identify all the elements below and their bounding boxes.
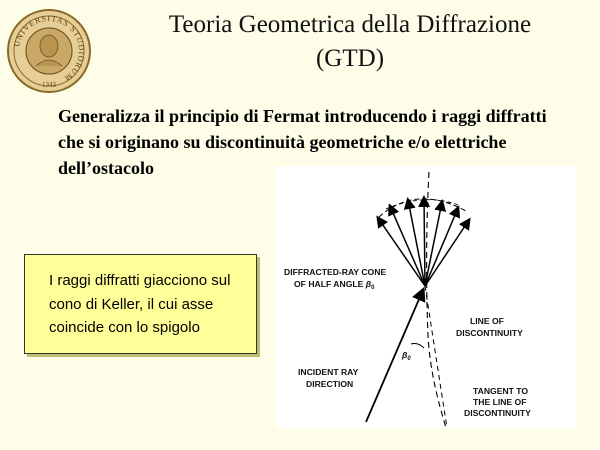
seal-year: 1343 (42, 81, 57, 89)
label-tangent-3: DISCONTINUITY (464, 408, 531, 418)
intro-line-2: che si originano su discontinuità geomet… (58, 132, 507, 152)
intro-paragraph: Generalizza il principio di Fermat intro… (58, 103, 578, 181)
tangent-line (424, 285, 448, 428)
intro-line-1: Generalizza il principio di Fermat intro… (58, 106, 547, 126)
keller-cone-diagram: β0 DIFFRACTED-RAY CONE OF HALF ANGLE β0 … (276, 166, 576, 428)
beta-marker-sub: 0 (407, 356, 411, 362)
label-cone-1: DIFFRACTED-RAY CONE (284, 267, 386, 277)
label-continuity-2: DISCONTINUITY (456, 328, 523, 338)
label-tangent-1: TANGENT TO (473, 386, 528, 396)
svg-text:β0: β0 (401, 350, 411, 362)
label-incident-1: INCIDENT RAY (298, 367, 359, 377)
title-line-2: (GTD) (315, 45, 385, 72)
callout-line-1: I raggi diffratti giacciono sul (49, 272, 231, 289)
university-seal-logo: UNIVERSITAS STUDIORUM 1343 (6, 8, 92, 94)
incident-ray (365, 286, 426, 423)
diffracted-rays (376, 195, 471, 287)
callout-line-3: coincide con lo spigolo (49, 319, 200, 336)
label-incident-2: DIRECTION (306, 379, 353, 389)
label-tangent-2: THE LINE OF (473, 397, 526, 407)
callout-box: I raggi diffratti giacciono sul cono di … (24, 254, 257, 354)
label-continuity-1: LINE OF (470, 316, 504, 326)
beta-marker-symbol: β (401, 350, 408, 360)
slide-title: Teoria Geometrica della Diffrazione (GTD… (110, 8, 590, 76)
label-cone-2: OF HALF ANGLE β0 (294, 279, 375, 291)
intro-line-3: dell’ostacolo (58, 158, 154, 178)
title-line-1: Teoria Geometrica della Diffrazione (168, 11, 532, 38)
cone-base-arc (378, 198, 467, 218)
callout-line-2: cono di Keller, il cui asse (49, 296, 214, 313)
beta-angle-arc (410, 343, 425, 349)
discontinuity-line (426, 171, 447, 428)
